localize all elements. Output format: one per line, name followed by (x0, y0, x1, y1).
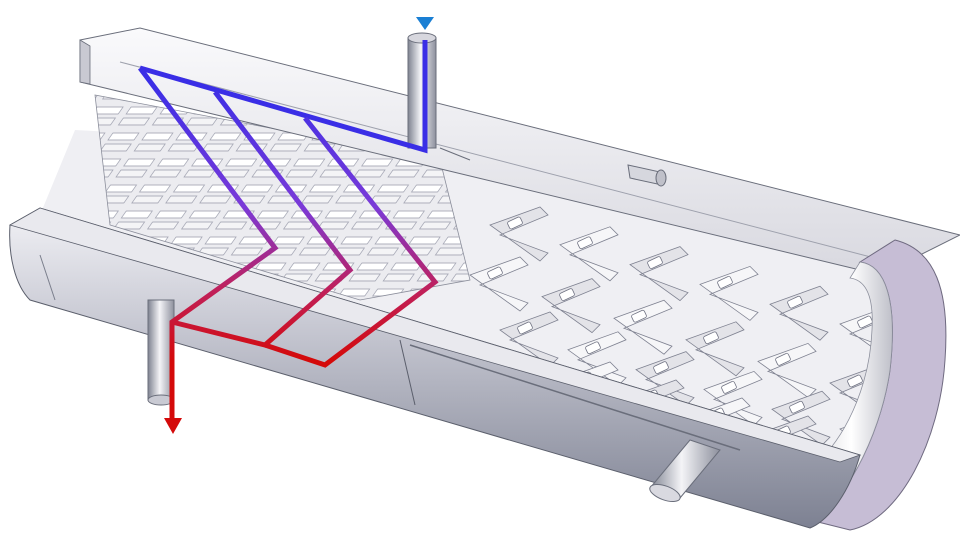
side-nozzle-back (627, 164, 667, 187)
inlet-marker-icon (416, 17, 434, 30)
chevron-baffle (629, 246, 689, 302)
baffle-slot (517, 321, 533, 335)
baffle-slot (857, 315, 873, 329)
flow-line-inlet (139, 40, 428, 154)
baffle-slot (789, 400, 805, 414)
flow-path (138, 17, 439, 434)
baffle-slot (559, 288, 575, 301)
baffle-slot (647, 256, 663, 269)
baffle-slot (703, 331, 719, 345)
baffle-slot (721, 381, 737, 394)
baffle-slot (787, 295, 803, 309)
baffle-slot (585, 341, 601, 355)
baffle-slot (577, 236, 593, 250)
baffle-slot (717, 276, 733, 289)
baffle-slot (631, 309, 647, 323)
side-nozzle-front (649, 439, 721, 503)
chevron-baffle (699, 265, 759, 321)
chevron-baffle (613, 299, 673, 355)
chevron-baffle (685, 321, 745, 377)
baffle-slot (507, 216, 523, 230)
outlet-arrow-icon (164, 418, 182, 434)
chevron-baffle (489, 206, 549, 262)
baffle-slot (653, 361, 669, 374)
inlet-nozzle-top (407, 32, 437, 149)
flow-line-zigzag-3 (264, 116, 439, 368)
baffle-slot (847, 374, 863, 388)
baffle-slot (487, 266, 503, 280)
chevron-baffle (769, 285, 829, 341)
flow-line-zigzag (138, 66, 279, 418)
chevron-baffle (559, 226, 619, 282)
flow-line-zigzag-2 (171, 90, 354, 348)
chevron-baffle (469, 256, 529, 312)
chevron-baffle (541, 278, 601, 334)
baffle-slot (775, 353, 791, 366)
